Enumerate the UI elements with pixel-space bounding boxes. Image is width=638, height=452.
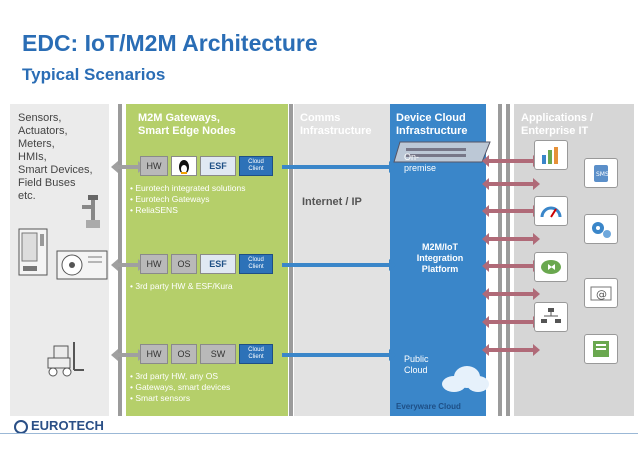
gauge-icon (534, 196, 568, 226)
separator (506, 104, 510, 416)
chat-icon (534, 252, 568, 282)
comms-column (294, 104, 390, 416)
bullet-item: 3rd party HW, any OS (130, 371, 230, 382)
app-link-arrow (482, 178, 540, 190)
bullet-item: Eurotech Gateways (130, 194, 245, 205)
sw-chip: SW (200, 344, 236, 364)
gateways-header: M2M Gateways, Smart Edge Nodes (138, 112, 236, 137)
onpremise-label: On- premise (404, 152, 437, 173)
ac-unit-icon (56, 250, 108, 280)
app-link-arrow (482, 260, 540, 272)
uplink-arrow (282, 259, 396, 271)
apps-header: Applications / Enterprise IT (521, 112, 594, 137)
forklift-icon (47, 342, 84, 377)
linux-tux-icon (171, 156, 197, 176)
separator (118, 104, 122, 416)
uplink-arrow (282, 349, 396, 361)
bullet-item: 3rd party HW & ESF/Kura (130, 281, 232, 292)
bullet-item: Smart sensors (130, 393, 230, 404)
cloud-client-chip: Cloud Client (239, 254, 273, 274)
cloud-client-chip: Cloud Client (239, 344, 273, 364)
sensor-link-arrow (111, 161, 145, 173)
internet-label: Internet / IP (302, 196, 362, 208)
hw-chip: HW (140, 344, 168, 364)
separator (498, 104, 502, 416)
mail-icon: @ (584, 278, 618, 308)
vending-machine-icon (18, 228, 48, 276)
server-rack-icon (393, 141, 491, 163)
gateway-stack: HW ESF Cloud Client (140, 156, 273, 176)
slide-subtitle: Typical Scenarios (22, 65, 166, 84)
gears-icon (584, 214, 618, 244)
cloud-icon (442, 366, 489, 392)
public-cloud-label: Public Cloud (404, 354, 429, 375)
notes-icon (584, 334, 618, 364)
org-chart-icon (534, 302, 568, 332)
row2-bullets: 3rd party HW & ESF/Kura (130, 281, 232, 292)
chart-icon (534, 140, 568, 170)
os-chip: OS (171, 344, 197, 364)
everyware-cloud-logo: Everyware Cloud (396, 402, 461, 411)
bullet-item: Eurotech integrated solutions (130, 183, 245, 194)
sensors-list: Sensors, Actuators, Meters, HMIs, Smart … (18, 112, 93, 202)
gateway-stack: HW OS SW Cloud Client (140, 344, 273, 364)
slide-title: EDC: IoT/M2M Architecture (22, 30, 318, 56)
app-link-arrow (482, 344, 540, 356)
sensor-link-arrow (111, 259, 145, 271)
row3-bullets: 3rd party HW, any OS Gateways, smart dev… (130, 371, 230, 404)
sensor-link-arrow (111, 349, 145, 361)
bullet-item: Gateways, smart devices (130, 382, 230, 393)
hw-chip: HW (140, 254, 168, 274)
svg-text:@: @ (596, 288, 607, 301)
svg-text:SMS: SMS (596, 171, 609, 178)
row1-bullets: Eurotech integrated solutions Eurotech G… (130, 183, 245, 216)
apps-column (514, 104, 634, 416)
faucet-icon (82, 195, 100, 228)
app-link-arrow (482, 316, 540, 328)
eurotech-logo: EUROTECH (14, 418, 104, 434)
esf-chip: ESF (200, 254, 236, 274)
comms-header: Comms Infrastructure (300, 112, 372, 137)
cloud-header: Device Cloud Infrastructure (396, 112, 468, 137)
app-link-arrow (482, 155, 540, 167)
uplink-arrow (282, 161, 396, 173)
platform-label: M2M/IoT Integration Platform (416, 242, 464, 274)
logo-mark-icon (14, 419, 28, 434)
cloud-client-chip: Cloud Client (239, 156, 273, 176)
app-link-arrow (482, 233, 540, 245)
sms-icon: SMS (584, 158, 618, 188)
footer-divider (0, 433, 638, 434)
bullet-item: ReliaSENS (130, 205, 245, 216)
gateway-stack: HW OS ESF Cloud Client (140, 254, 273, 274)
app-link-arrow (482, 288, 540, 300)
app-link-arrow (482, 205, 540, 217)
footer-logo-text: EUROTECH (31, 418, 104, 433)
hw-chip: HW (140, 156, 168, 176)
esf-chip: ESF (200, 156, 236, 176)
separator (289, 104, 293, 416)
os-chip: OS (171, 254, 197, 274)
